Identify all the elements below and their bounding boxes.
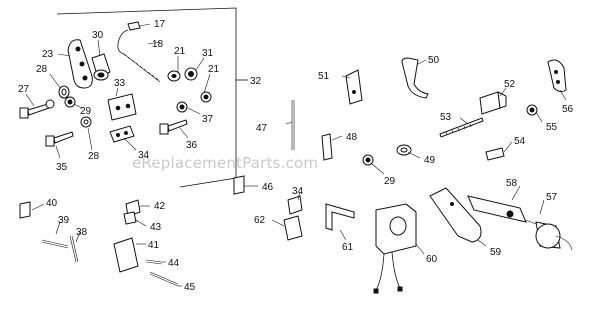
- bolt-27: [19, 99, 55, 119]
- label-21b: 21: [208, 64, 220, 75]
- label-44: 44: [168, 258, 180, 269]
- label-49: 49: [424, 155, 436, 166]
- label-40: 40: [46, 198, 58, 209]
- plate-56: [547, 59, 567, 93]
- switch-60: [373, 203, 417, 294]
- label-27: 27: [18, 84, 30, 95]
- label-36: 36: [186, 140, 198, 151]
- label-60: 60: [426, 254, 438, 265]
- clip-54: [485, 147, 505, 161]
- label-39: 39: [58, 215, 70, 226]
- bolt-35: [45, 131, 74, 147]
- washer-49: [396, 144, 412, 156]
- label-34b: 34: [292, 186, 304, 197]
- label-29b: 29: [384, 176, 396, 187]
- clip-17: [127, 21, 141, 31]
- label-31: 31: [202, 48, 214, 59]
- label-50: 50: [428, 55, 440, 66]
- clip-42: [125, 199, 141, 217]
- label-62: 62: [254, 215, 266, 226]
- label-48: 48: [346, 132, 358, 143]
- label-30: 30: [92, 30, 104, 41]
- watermark-text: eReplacementParts.com: [132, 154, 318, 172]
- clip-34-right: [287, 195, 303, 215]
- pin-44: [145, 259, 163, 265]
- label-54: 54: [514, 136, 526, 147]
- leaders-right: [31, 59, 567, 287]
- label-21a: 21: [174, 46, 186, 57]
- label-57: 57: [546, 192, 558, 203]
- label-43: 43: [150, 222, 162, 233]
- washer-28a: [58, 85, 70, 99]
- label-28a: 28: [36, 64, 48, 75]
- leaders-left: [25, 23, 211, 159]
- nut-21a: [167, 70, 181, 82]
- label-52: 52: [504, 79, 516, 90]
- rod-53: [439, 117, 484, 138]
- clip-48: [321, 133, 333, 161]
- label-59: 59: [490, 247, 502, 258]
- label-18: 18: [152, 39, 164, 50]
- bracket-52: [479, 91, 507, 115]
- label-34a: 34: [138, 150, 150, 161]
- label-56: 56: [562, 104, 574, 115]
- plate-23: [67, 39, 93, 89]
- label-17: 17: [154, 19, 166, 30]
- label-53: 53: [440, 112, 452, 123]
- bracket-50: [401, 57, 429, 99]
- rod-47: [291, 100, 295, 150]
- pin-38: [69, 235, 79, 263]
- clip-34-left: [109, 125, 135, 143]
- label-47: 47: [256, 123, 268, 134]
- motor-57: [525, 219, 573, 251]
- label-58: 58: [506, 178, 518, 189]
- clip-40: [19, 201, 31, 219]
- nut-55: [526, 104, 538, 116]
- label-46: 46: [262, 182, 274, 193]
- bracket-51: [345, 69, 363, 105]
- label-41: 41: [148, 240, 160, 251]
- label-33: 33: [114, 78, 126, 89]
- bracket-41: [113, 237, 139, 273]
- label-38: 38: [76, 227, 88, 238]
- label-35: 35: [56, 162, 68, 173]
- group-bracket-32: [56, 7, 248, 188]
- nut-31: [184, 67, 198, 81]
- bolt-36: [159, 119, 188, 135]
- nut-29-right: [362, 154, 374, 166]
- label-51: 51: [318, 71, 330, 82]
- pin-45: [149, 271, 179, 287]
- part-labels: 17 18 30 21 31 23 28 21 32 27 33 29 37 3…: [18, 19, 574, 293]
- label-55: 55: [546, 122, 558, 133]
- clip-46: [233, 175, 245, 195]
- nut-21b: [200, 91, 212, 103]
- plate-58: [467, 195, 527, 223]
- label-29a: 29: [80, 106, 92, 117]
- plate-59: [429, 187, 482, 243]
- bracket-61: [325, 203, 355, 231]
- clip-43: [123, 211, 137, 225]
- bushing-30: [91, 53, 111, 81]
- label-23: 23: [42, 49, 54, 60]
- washer-28b: [80, 116, 92, 128]
- label-61: 61: [342, 242, 354, 253]
- label-37: 37: [202, 114, 214, 125]
- spring-18: [117, 29, 161, 83]
- bracket-33: [107, 93, 137, 121]
- clip-62: [283, 215, 303, 241]
- label-32: 32: [250, 76, 262, 87]
- label-42: 42: [154, 201, 166, 212]
- pin-39: [41, 239, 69, 249]
- nut-37: [176, 101, 188, 113]
- label-45: 45: [184, 282, 196, 293]
- nut-29: [64, 96, 76, 108]
- label-28b: 28: [88, 151, 100, 162]
